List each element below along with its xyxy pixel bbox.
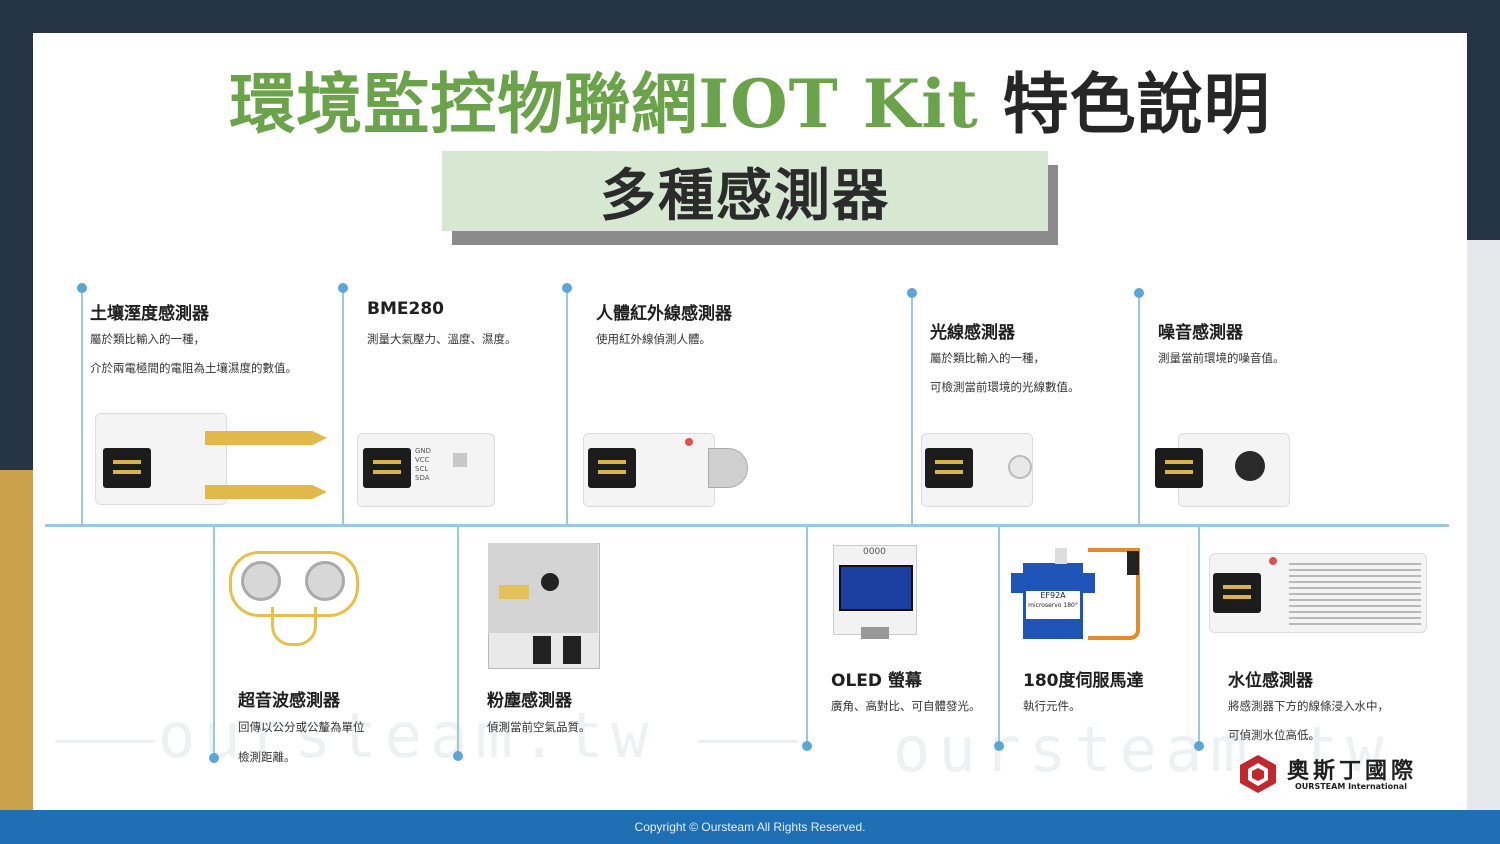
sensor-desc-bme280: 測量大氣壓力、溫度、濕度。: [367, 332, 517, 346]
timeline-dot: [562, 283, 572, 293]
watermark-text: oursteam.tw: [893, 713, 1392, 786]
title-green-part: 環境監控物聯網IOT Kit: [229, 65, 979, 143]
servo-subtitle: microservo 180°: [1028, 602, 1078, 609]
timeline-dot: [1134, 288, 1144, 298]
sensor-desc-water-1: 將感測器下方的線條浸入水中，: [1228, 699, 1389, 713]
sensor-desc-noise: 測量當前環境的噪音值。: [1158, 351, 1285, 365]
servo-horn-icon: [1055, 548, 1067, 564]
soil-probe-bottom: [205, 485, 327, 499]
sensor-desc-pir: 使用紅外線偵測人體。: [596, 332, 711, 346]
timeline-dot: [802, 741, 812, 751]
timeline-dot: [994, 741, 1004, 751]
subtitle-text: 多種感測器: [600, 163, 890, 229]
water-traces: [1289, 559, 1421, 625]
connector-icon: [103, 448, 151, 488]
sensor-title-pir: 人體紅外線感測器: [596, 304, 732, 324]
timeline-dot: [453, 751, 463, 761]
ultrasonic-right-eye-icon: [305, 561, 345, 601]
sensor-desc-oled: 廣角、高對比、可自體發光。: [831, 699, 981, 713]
oled-flex-cable: [861, 627, 889, 639]
bme-pin-labels: GND VCC SCL SDA: [415, 447, 431, 483]
sensor-title-ultrasonic: 超音波感測器: [238, 691, 340, 711]
title-black-part: 特色說明: [978, 65, 1271, 143]
timeline-dot: [1194, 741, 1204, 751]
timeline-dot: [77, 283, 87, 293]
pin-vcc: VCC: [415, 456, 430, 464]
servo-wire: [1088, 548, 1140, 640]
dust-cable-icon: [499, 585, 529, 599]
timeline-connector: [911, 293, 913, 525]
oled-pin-label: 0000: [863, 547, 886, 557]
sensor-title-bme280: BME280: [367, 299, 444, 319]
subtitle-banner: 多種感測器: [442, 151, 1048, 231]
ultrasonic-left-eye-icon: [241, 561, 281, 601]
servo-plug-icon: [1127, 551, 1139, 575]
bme-chip-icon: [453, 453, 467, 467]
timeline-connector: [1138, 293, 1140, 525]
timeline-connector: [1198, 526, 1200, 746]
microphone-icon: [1235, 451, 1265, 481]
slide: oursteam.tw oursteam.tw 環境監控物聯網IOT Kit 特…: [33, 33, 1467, 810]
sensor-desc-dust: 偵測當前空氣品質。: [487, 720, 591, 734]
photoresistor-icon: [1008, 455, 1032, 479]
soil-probe-top: [205, 431, 327, 445]
pin-scl: SCL: [415, 465, 429, 473]
sensor-desc-light-2: 可檢測當前環境的光線數值。: [930, 380, 1080, 394]
timeline-connector: [342, 287, 344, 525]
sensor-desc-soil-2: 介於兩電極間的電阻為土壤濕度的數值。: [90, 361, 297, 375]
sensor-title-dust: 粉塵感測器: [487, 691, 572, 711]
timeline-connector: [566, 287, 568, 525]
sensor-title-soil: 土壤溼度感測器: [90, 304, 209, 324]
sensor-desc-ultrasonic-2: 檢測距離。: [238, 750, 296, 764]
pir-lens-icon: [708, 448, 748, 488]
timeline-dot: [338, 283, 348, 293]
led-icon: [685, 438, 693, 446]
sensor-desc-light-1: 屬於類比輸入的一種，: [930, 351, 1045, 365]
timeline-connector: [806, 526, 808, 746]
timeline-connector: [81, 287, 83, 525]
timeline-dot: [907, 288, 917, 298]
sensor-title-servo: 180度伺服馬達: [1023, 671, 1144, 691]
servo-label: EF92A microservo 180°: [1026, 591, 1080, 619]
sensor-desc-ultrasonic-1: 回傳以公分或公釐為單位: [238, 720, 365, 734]
company-logo: 奧斯丁國際 OURSTEAM International: [1237, 751, 1427, 799]
dust-intake-icon: [541, 573, 559, 591]
timeline-connector: [213, 526, 215, 758]
sensor-desc-water-2: 可偵測水位高低。: [1228, 728, 1320, 742]
timeline-axis: [45, 524, 1449, 527]
copyright-text: Copyright © Oursteam All Rights Reserved…: [634, 820, 866, 834]
pin-gnd: GND: [415, 447, 432, 455]
timeline-connector: [457, 526, 459, 756]
connector-icon: [363, 448, 411, 488]
ultrasonic-tab: [271, 607, 317, 646]
sensor-title-water: 水位感測器: [1228, 671, 1313, 691]
watermark-line: [698, 740, 798, 743]
sensor-title-oled: OLED 螢幕: [831, 671, 922, 691]
servo-model: EF92A: [1040, 591, 1066, 600]
pin-sda: SDA: [415, 474, 430, 482]
timeline-dot: [209, 753, 219, 763]
footer: Copyright © Oursteam All Rights Reserved…: [0, 810, 1500, 844]
sensor-title-noise: 噪音感測器: [1158, 323, 1243, 343]
watermark-line: [55, 740, 155, 743]
page-title: 環境監控物聯網IOT Kit 特色說明: [33, 51, 1467, 147]
timeline-connector: [998, 526, 1000, 746]
connector-icon: [1155, 448, 1203, 488]
watermark-text: oursteam.tw: [158, 699, 657, 772]
connector-icon: [1213, 573, 1261, 613]
logo-mark-icon: [1240, 755, 1276, 793]
dust-connector-icon: [533, 636, 551, 664]
connector-icon: [925, 448, 973, 488]
led-icon: [1269, 557, 1277, 565]
dust-connector-icon: [563, 636, 581, 664]
decor-right-band: [1464, 240, 1500, 810]
pir-board: [583, 433, 715, 507]
oled-screen: [839, 565, 913, 611]
logo-english-name: OURSTEAM International: [1295, 782, 1407, 791]
sensor-title-light: 光線感測器: [930, 323, 1015, 343]
sensor-desc-servo: 執行元件。: [1023, 699, 1081, 713]
logo-chinese-name: 奧斯丁國際: [1287, 759, 1418, 784]
sensor-desc-soil-1: 屬於類比輸入的一種，: [90, 332, 205, 346]
connector-icon: [588, 448, 636, 488]
